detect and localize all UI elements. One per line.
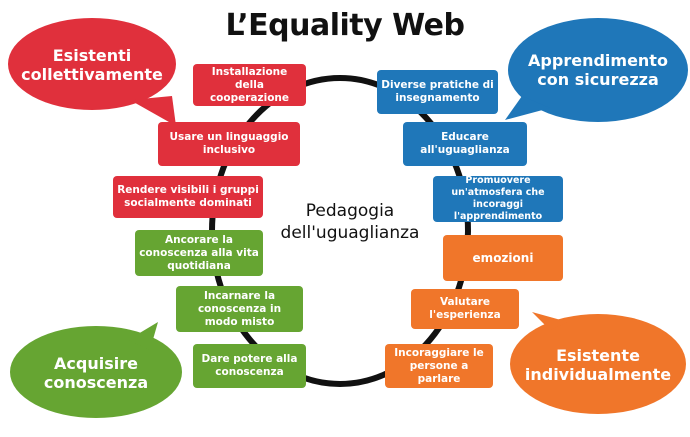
box-atmosfera-apprendimento: Promuovere un'atmosfera che incoraggi l'… <box>433 175 563 222</box>
box-installazione-cooperazione: Installazione della cooperazione <box>193 64 306 106</box>
bubble-line: collettivamente <box>21 65 163 84</box>
center-label-line1: Pedagogia <box>305 201 395 221</box>
bubble-line: Acquisire <box>54 354 138 373</box>
box-linguaggio-inclusivo: Usare un linguaggio inclusivo <box>158 122 300 166</box>
center-label-line2: dell'uguaglianza <box>280 223 420 243</box>
bubble-text-esistente-individualmente: Esistente individualmente <box>512 346 684 384</box>
bubble-line: conoscenza <box>43 373 149 392</box>
box-educare-uguaglianza: Educare all'uguaglianza <box>403 122 527 166</box>
bubble-apprendimento-con-sicurezza <box>505 18 688 122</box>
bubble-esistente-individualmente <box>510 312 686 414</box>
box-pratiche-insegnamento: Diverse pratiche di insegnamento <box>377 70 498 114</box>
box-incarnare-conoscenza: Incarnare la conoscenza in modo misto <box>176 286 303 332</box>
box-ancorare-conoscenza: Ancorare la conoscenza alla vita quotidi… <box>135 230 263 276</box>
bubble-line: Esistente <box>556 346 640 365</box>
box-incoraggiare-parlare: Incoraggiare le persone a parlare <box>385 344 493 388</box>
bubble-line: Apprendimento <box>528 51 668 70</box>
box-valutare-esperienza: Valutare l'esperienza <box>411 289 519 329</box>
bubble-text-apprendimento-con-sicurezza: Apprendimento con sicurezza <box>510 51 686 89</box>
bubble-text-esistenti-collettivamente: Esistenti collettivamente <box>10 46 174 84</box>
bubble-acquisire-conoscenza <box>10 322 182 418</box>
box-gruppi-dominati: Rendere visibili i gruppi socialmente do… <box>113 176 263 218</box>
box-emozioni: emozioni <box>443 235 563 281</box>
bubble-line: con sicurezza <box>537 70 659 89</box>
box-dare-potere: Dare potere alla conoscenza <box>193 344 306 388</box>
bubble-line: Esistenti <box>52 46 132 65</box>
center-label: Pedagogia dell'uguaglianza <box>255 200 445 244</box>
page-title: L’Equality Web <box>225 8 465 43</box>
bubble-line: individualmente <box>524 365 672 384</box>
bubble-text-acquisire-conoscenza: Acquisire conoscenza <box>12 354 180 392</box>
bubble-esistenti-collettivamente <box>8 18 176 126</box>
